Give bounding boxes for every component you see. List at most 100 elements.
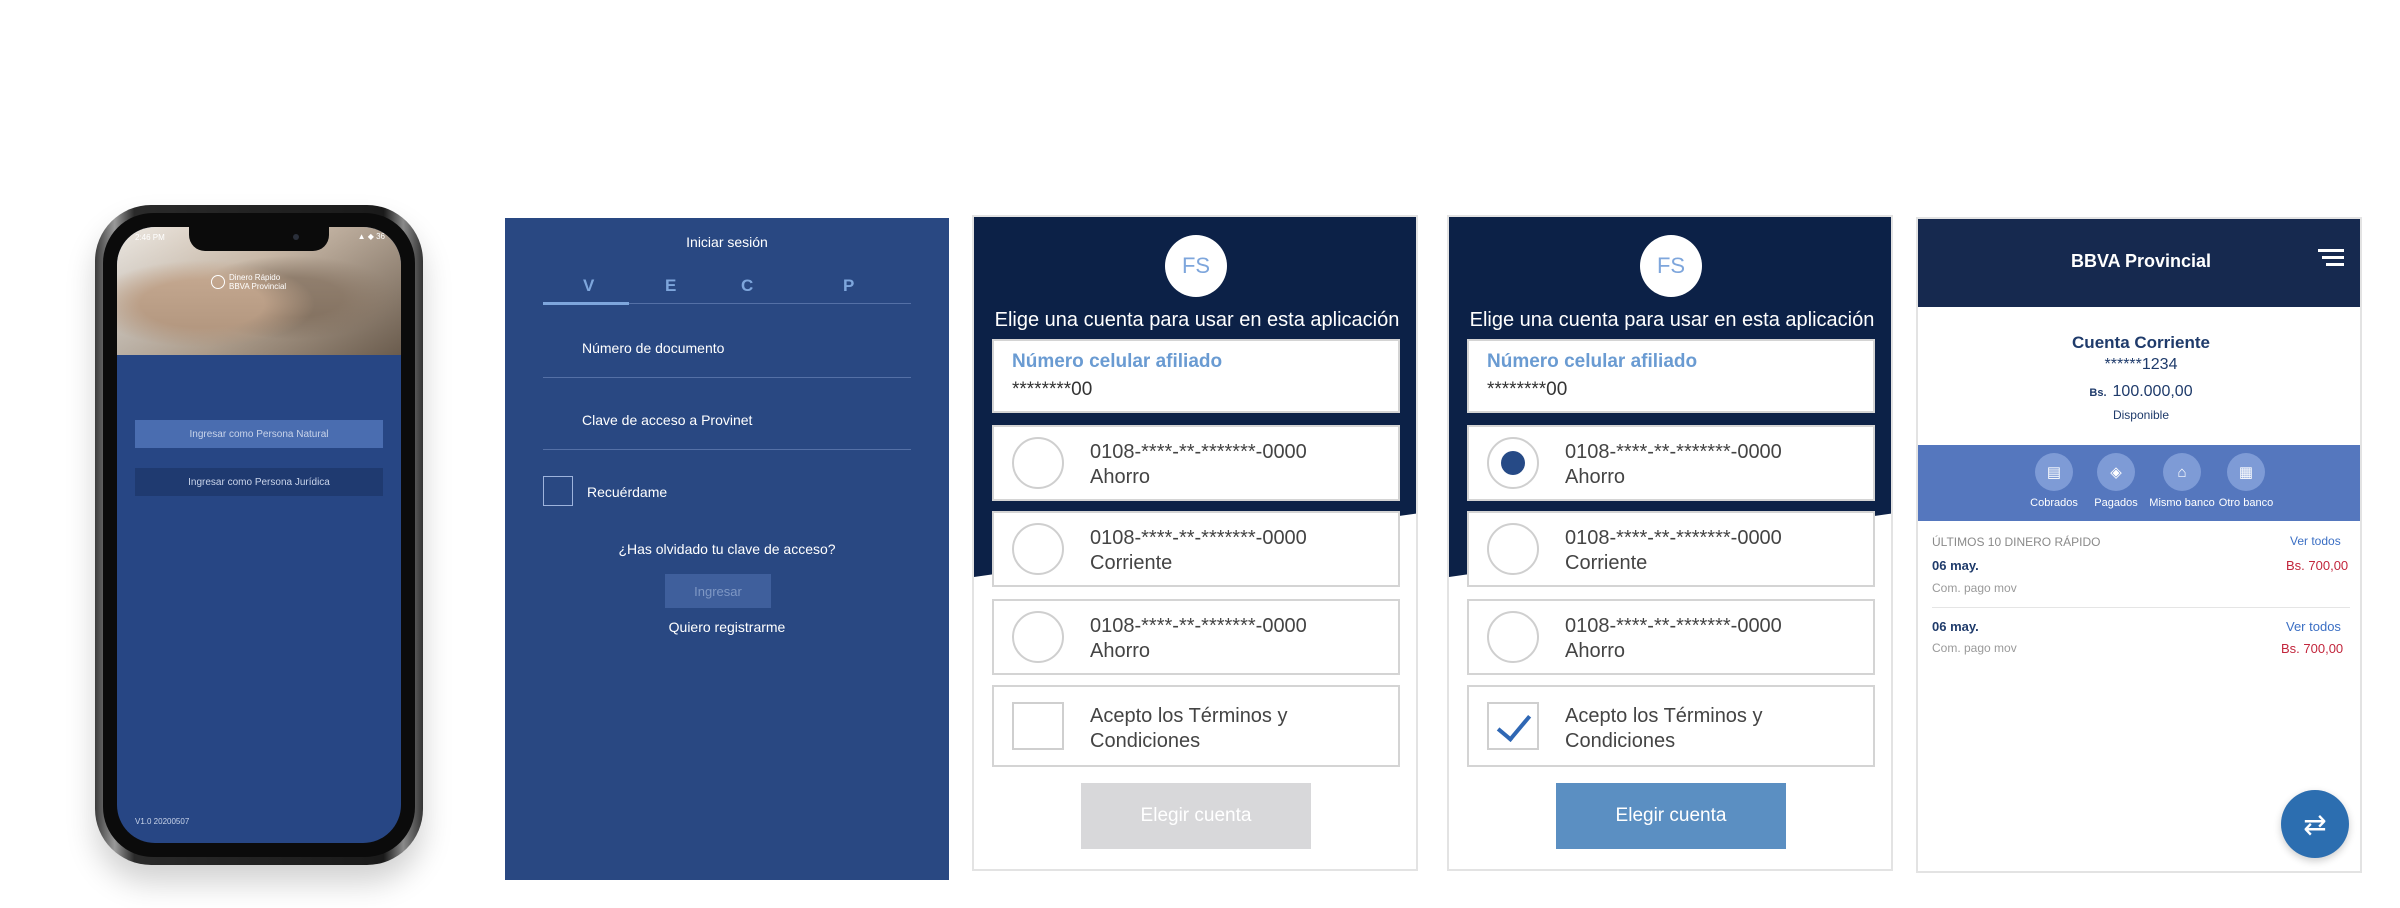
- transaction-amount: Bs. 700,00: [2286, 558, 2349, 573]
- account-radio[interactable]: [1012, 523, 1064, 575]
- tab-c[interactable]: C: [741, 276, 754, 295]
- account-number: ******1234: [2104, 356, 2178, 373]
- login-submit-button[interactable]: Ingresar: [665, 574, 771, 608]
- action-otro-banco[interactable]: ▦ Otro banco: [2210, 453, 2282, 509]
- view-all-link[interactable]: Ver todos: [2290, 534, 2341, 548]
- action-label: Mismo banco: [2149, 497, 2215, 509]
- affiliated-phone-label: Número celular afiliado: [1487, 351, 1698, 372]
- login-juridica-button[interactable]: Ingresar como Persona Jurídica: [135, 468, 383, 496]
- account-radio-selected[interactable]: [1487, 437, 1539, 489]
- login-title: Iniciar sesión: [686, 234, 768, 250]
- action-pagados[interactable]: ◈ Pagados: [2080, 453, 2152, 509]
- tab-e[interactable]: E: [665, 276, 677, 295]
- account-option[interactable]: 0108-****-**-*******-0000 Ahorro: [992, 425, 1400, 501]
- account-radio[interactable]: [1487, 611, 1539, 663]
- account-option[interactable]: 0108-****-**-*******-0000 Ahorro: [992, 599, 1400, 675]
- action-label: Pagados: [2094, 497, 2138, 509]
- tab-v[interactable]: V: [583, 276, 595, 295]
- account-type: Ahorro: [1090, 640, 1151, 662]
- affiliated-phone-box: Número celular afiliado ********00: [1467, 339, 1875, 413]
- logo-line-2: BBVA Provincial: [229, 282, 287, 291]
- choose-account-title: Elige una cuenta para usar en esta aplic…: [1469, 309, 1875, 331]
- choose-account-title: Elige una cuenta para usar en esta aplic…: [994, 309, 1400, 331]
- account-option[interactable]: 0108-****-**-*******-0000 Corriente: [1467, 511, 1875, 587]
- account-type: Corriente: [1565, 552, 1648, 574]
- document-number-label: Número de documento: [582, 340, 725, 356]
- quick-actions-bar: ▤ Cobrados ◈ Pagados ⌂ Mismo banco ▦ Otr…: [1918, 445, 2360, 521]
- transaction-description: Com. pago mov: [1932, 581, 2017, 595]
- logo-ring-icon: [211, 275, 225, 289]
- action-label: Otro banco: [2218, 497, 2274, 509]
- phone-bezel: Dinero Rápido BBVA Provincial 2:46 PM ▲ …: [103, 213, 415, 857]
- login-natural-button[interactable]: Ingresar como Persona Natural: [135, 420, 383, 448]
- tab-p[interactable]: P: [843, 276, 855, 295]
- choose-account-button[interactable]: Elegir cuenta: [1081, 783, 1311, 849]
- building-icon: ▦: [2227, 453, 2265, 491]
- password-label: Clave de acceso a Provinet: [582, 412, 753, 428]
- document-number-field[interactable]: Número de documento: [543, 318, 911, 378]
- account-radio[interactable]: [1487, 523, 1539, 575]
- transaction-amount: Bs. 700,00: [2281, 641, 2344, 656]
- transaction-date: 06 may.: [1932, 558, 1979, 573]
- password-field[interactable]: Clave de acceso a Provinet: [543, 390, 911, 450]
- last-transfers-title: ÚLTIMOS 10 DINERO RÁPIDO: [1932, 535, 2101, 549]
- terms-checkbox[interactable]: [1012, 702, 1064, 750]
- app-logo: Dinero Rápido BBVA Provincial: [211, 273, 286, 291]
- camera-icon: [293, 234, 299, 240]
- account-number: 0108-****-**-*******-0000: [1090, 615, 1307, 637]
- transfer-fab-icon[interactable]: ⇄: [2281, 790, 2349, 858]
- terms-box[interactable]: Acepto los Términos y Condiciones: [992, 685, 1400, 767]
- remember-label: Recuérdame: [587, 484, 668, 500]
- available-label: Disponible: [2112, 408, 2170, 422]
- notch: [189, 227, 329, 251]
- logo-line-1: Dinero Rápido: [229, 273, 281, 282]
- view-all-link[interactable]: Ver todos: [2286, 619, 2341, 634]
- register-link[interactable]: Quiero registrarme: [668, 619, 786, 635]
- affiliated-phone-box: Número celular afiliado ********00: [992, 339, 1400, 413]
- receipt-icon: ▤: [2035, 453, 2073, 491]
- action-label: Cobrados: [2030, 497, 2078, 509]
- user-initials-avatar: FS: [1165, 235, 1227, 297]
- status-time: 2:46 PM: [135, 233, 165, 242]
- account-option[interactable]: 0108-****-**-*******-0000 Corriente: [992, 511, 1400, 587]
- account-radio[interactable]: [1012, 437, 1064, 489]
- account-type: Corriente: [1090, 552, 1173, 574]
- account-option[interactable]: 0108-****-**-*******-0000 Ahorro: [1467, 425, 1875, 501]
- divider: [1932, 607, 2350, 608]
- affiliated-phone-label: Número celular afiliado: [1012, 351, 1223, 372]
- account-number: 0108-****-**-*******-0000: [1090, 441, 1307, 463]
- affiliated-phone-value: ********00: [1012, 379, 1093, 400]
- action-cobrados[interactable]: ▤ Cobrados: [2018, 453, 2090, 509]
- document-type-tabs: V E C P: [543, 276, 911, 305]
- account-number: 0108-****-**-*******-0000: [1090, 527, 1307, 549]
- account-name: Cuenta Corriente: [2072, 333, 2210, 352]
- phone-screen: Dinero Rápido BBVA Provincial 2:46 PM ▲ …: [117, 227, 401, 843]
- account-number: 0108-****-**-*******-0000: [1565, 441, 1782, 463]
- action-mismo-banco[interactable]: ⌂ Mismo banco: [2146, 453, 2218, 509]
- account-number: 0108-****-**-*******-0000: [1565, 615, 1782, 637]
- terms-box[interactable]: Acepto los Términos y Condiciones: [1467, 685, 1875, 767]
- app-version: V1.0 20200507: [135, 817, 190, 826]
- bank-title: BBVA Provincial: [2070, 251, 2212, 271]
- remember-checkbox[interactable]: [543, 476, 573, 506]
- bank-icon: ⌂: [2163, 453, 2201, 491]
- account-number: 0108-****-**-*******-0000: [1565, 527, 1782, 549]
- forgot-password-link[interactable]: ¿Has olvidado tu clave de acceso?: [618, 541, 836, 557]
- account-radio[interactable]: [1012, 611, 1064, 663]
- currency: Bs.: [2089, 387, 2107, 399]
- account-option[interactable]: 0108-****-**-*******-0000 Ahorro: [1467, 599, 1875, 675]
- menu-icon[interactable]: [2318, 249, 2344, 269]
- account-type: Ahorro: [1090, 466, 1151, 488]
- status-icons: ▲ ◆ 36: [357, 232, 385, 241]
- login-screen: Iniciar sesión V E C P Número de documen…: [505, 218, 949, 880]
- transaction-description: Com. pago mov: [1932, 641, 2017, 655]
- terms-label: Acepto los Términos y Condiciones: [1565, 705, 1763, 752]
- choose-account-button[interactable]: Elegir cuenta: [1556, 783, 1786, 849]
- terms-checkbox-checked[interactable]: [1487, 702, 1539, 750]
- choose-account-screen-selected: FS Elige una cuenta para usar en esta ap…: [1447, 215, 1893, 871]
- account-balance: Bs. 100.000,00: [1918, 383, 2360, 401]
- tag-icon: ◈: [2097, 453, 2135, 491]
- balance-value: 100.000,00: [2112, 383, 2193, 400]
- account-type: Ahorro: [1565, 640, 1626, 662]
- account-type: Ahorro: [1565, 466, 1626, 488]
